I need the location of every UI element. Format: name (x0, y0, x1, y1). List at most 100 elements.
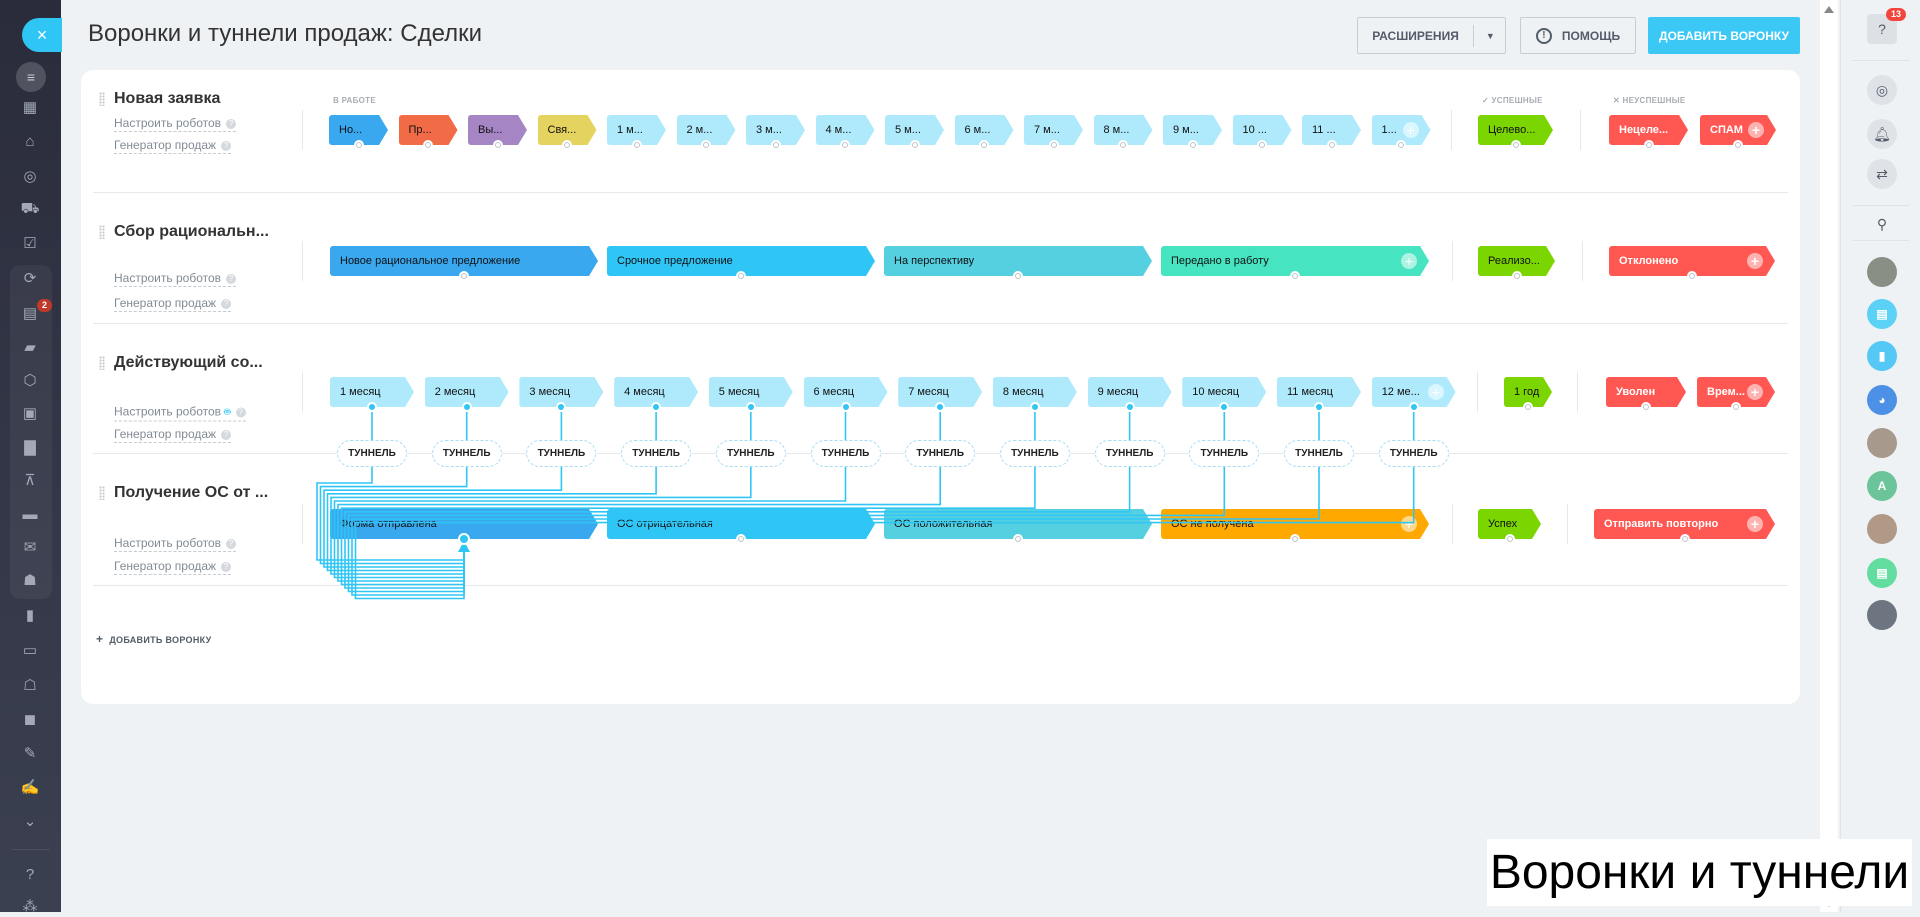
stage-in_progress[interactable]: 11 ... (1302, 115, 1361, 145)
document-icon[interactable]: ▇ (24, 439, 36, 456)
robot-icon[interactable]: ☖ (23, 677, 37, 694)
add-funnel-button[interactable]: ДОБАВИТЬ ВОРОНКУ (1648, 17, 1800, 54)
store-icon[interactable]: ⌂ (25, 133, 35, 150)
add-stage-icon[interactable]: + (1401, 516, 1417, 532)
contact-card-icon[interactable]: ▭ (22, 642, 38, 659)
stage-connector-dot[interactable] (935, 402, 946, 412)
help-button[interactable]: ! ПОМОЩЬ (1520, 17, 1636, 54)
hexagon-icon[interactable]: ⬡ (23, 372, 37, 389)
close-icon[interactable]: × (22, 18, 62, 52)
stage-connector-dot[interactable] (367, 402, 377, 412)
help-icon[interactable]: ? (221, 140, 232, 151)
tunnel-pill[interactable]: ТУННЕЛЬ (337, 440, 407, 467)
add-stage-icon[interactable]: + (1748, 122, 1764, 138)
stage-connector-dot[interactable] (1124, 402, 1135, 412)
stage-in_progress[interactable]: Новое рациональное предложение (330, 246, 598, 276)
team-icon[interactable]: ☗ (23, 572, 37, 589)
calendar-list-icon[interactable]: ▦ (22, 99, 38, 116)
funnel-icon[interactable]: ≡ (16, 62, 46, 92)
stage-connector-dot[interactable] (1257, 140, 1267, 150)
stage-connector-dot[interactable] (1396, 140, 1406, 150)
stage-connector-dot[interactable] (1013, 271, 1023, 281)
chevron-down-icon[interactable]: ▼ (1485, 30, 1495, 41)
stage-connector-dot[interactable] (770, 140, 781, 150)
edit-icon[interactable]: ✎ (23, 745, 37, 762)
avatar[interactable] (1867, 257, 1897, 287)
stage-success[interactable]: Реализо... (1478, 246, 1555, 276)
stage-connector-dot[interactable] (1118, 140, 1128, 150)
stage-connector-dot[interactable] (651, 402, 662, 412)
add-stage-icon[interactable]: + (1747, 384, 1763, 400)
help-icon[interactable]: ? (221, 429, 232, 440)
stage-connector-dot[interactable] (840, 402, 851, 412)
stage-connector-dot[interactable] (1510, 140, 1521, 150)
news-avatar[interactable]: ▤ (1867, 558, 1897, 588)
stage-connector-dot[interactable] (631, 140, 642, 150)
stage-connector-dot[interactable] (1511, 271, 1522, 281)
tunnel-pill[interactable]: ТУННЕЛЬ (715, 440, 786, 467)
drag-handle-icon[interactable] (99, 225, 105, 239)
stage-connector-dot[interactable] (1290, 271, 1300, 281)
help-icon[interactable]: ? (226, 118, 237, 129)
activity-stream-icon[interactable]: ◎ (1867, 75, 1897, 105)
box-icon[interactable]: ◼ (23, 711, 37, 728)
stage-connector-dot[interactable] (459, 534, 469, 544)
chevron-down-icon[interactable]: ⌄ (23, 813, 37, 830)
stage-connector-dot[interactable] (1290, 534, 1300, 544)
avatar-letter[interactable]: A (1867, 471, 1897, 501)
stage-connector-dot[interactable] (353, 140, 364, 150)
stage-connector-dot[interactable] (979, 140, 989, 150)
stage-in_progress[interactable]: Но... (329, 115, 388, 145)
add-stage-icon[interactable]: + (1747, 253, 1763, 269)
tunnel-pill[interactable]: ТУННЕЛЬ (526, 440, 597, 467)
stage-connector-dot[interactable] (736, 271, 746, 281)
drag-handle-icon[interactable] (99, 356, 105, 370)
sales-generator-link[interactable]: Генератор продаж? (114, 427, 232, 443)
presentation-icon[interactable]: ⊼ (24, 472, 36, 489)
stage-in_progress[interactable]: 1...+ (1372, 115, 1431, 145)
stage-connector-dot[interactable] (1641, 402, 1651, 412)
tunnel-pill[interactable]: ТУННЕЛЬ (1284, 440, 1354, 467)
stage-connector-dot[interactable] (909, 140, 920, 150)
stage-connector-dot[interactable] (1048, 140, 1059, 150)
stage-connector-dot[interactable] (423, 140, 433, 150)
configure-robots-link[interactable]: Настроить роботов? (114, 536, 237, 552)
stage-connector-dot[interactable] (1731, 402, 1741, 412)
avatar[interactable] (1867, 600, 1897, 630)
stage-connector-dot[interactable] (736, 534, 746, 544)
stage-connector-dot[interactable] (1733, 140, 1743, 150)
stage-connector-dot[interactable] (1314, 402, 1324, 412)
add-funnel-link[interactable]: +ДОБАВИТЬ ВОРОНКУ (96, 632, 212, 646)
task-icon[interactable]: ☑ (23, 235, 37, 252)
inbox-icon[interactable]: ▤ (22, 305, 38, 322)
search-icon[interactable]: ⚲ (1876, 216, 1888, 232)
stage-connector-dot[interactable] (461, 402, 472, 412)
mail-icon[interactable]: ✉ (23, 539, 37, 556)
network-icon[interactable]: ⁂ (22, 898, 38, 915)
stage-connector-dot[interactable] (556, 402, 567, 412)
stage-connector-dot[interactable] (1523, 402, 1533, 412)
tunnel-pill[interactable]: ТУННЕЛЬ (1189, 440, 1260, 467)
stage-connector-dot[interactable] (1687, 271, 1697, 281)
scroll-up-icon[interactable] (1824, 6, 1834, 13)
stage-connector-dot[interactable] (562, 140, 572, 150)
configure-robots-link[interactable]: Настроить роботов? (114, 271, 237, 287)
stage-connector-dot[interactable] (1219, 402, 1230, 412)
stage-in_progress[interactable]: Вы... (468, 115, 527, 145)
tunnel-pill[interactable]: ТУННЕЛЬ (1378, 440, 1449, 467)
stage-connector-dot[interactable] (1679, 534, 1690, 544)
help-icon[interactable]: ? (221, 561, 232, 572)
funnel-title[interactable]: Новая заявка (114, 90, 221, 107)
drive-icon[interactable]: ▬ (22, 506, 38, 523)
configure-robots-link[interactable]: Настроить роботов🤖︎? (114, 405, 246, 422)
bookmark-avatar[interactable]: ▮ (1867, 341, 1897, 371)
sales-generator-link[interactable]: Генератор продаж? (114, 138, 232, 154)
stage-connector-dot[interactable] (1187, 140, 1198, 150)
funnel-title[interactable]: Сбор рациональн... (114, 223, 269, 240)
drag-handle-icon[interactable] (99, 92, 105, 106)
crm-icon[interactable]: ⟳ (23, 270, 37, 287)
drag-handle-icon[interactable] (99, 486, 105, 500)
tunnel-pill[interactable]: ТУННЕЛЬ (999, 440, 1070, 467)
avatar[interactable] (1867, 514, 1897, 544)
stage-connector-dot[interactable] (1643, 140, 1654, 150)
